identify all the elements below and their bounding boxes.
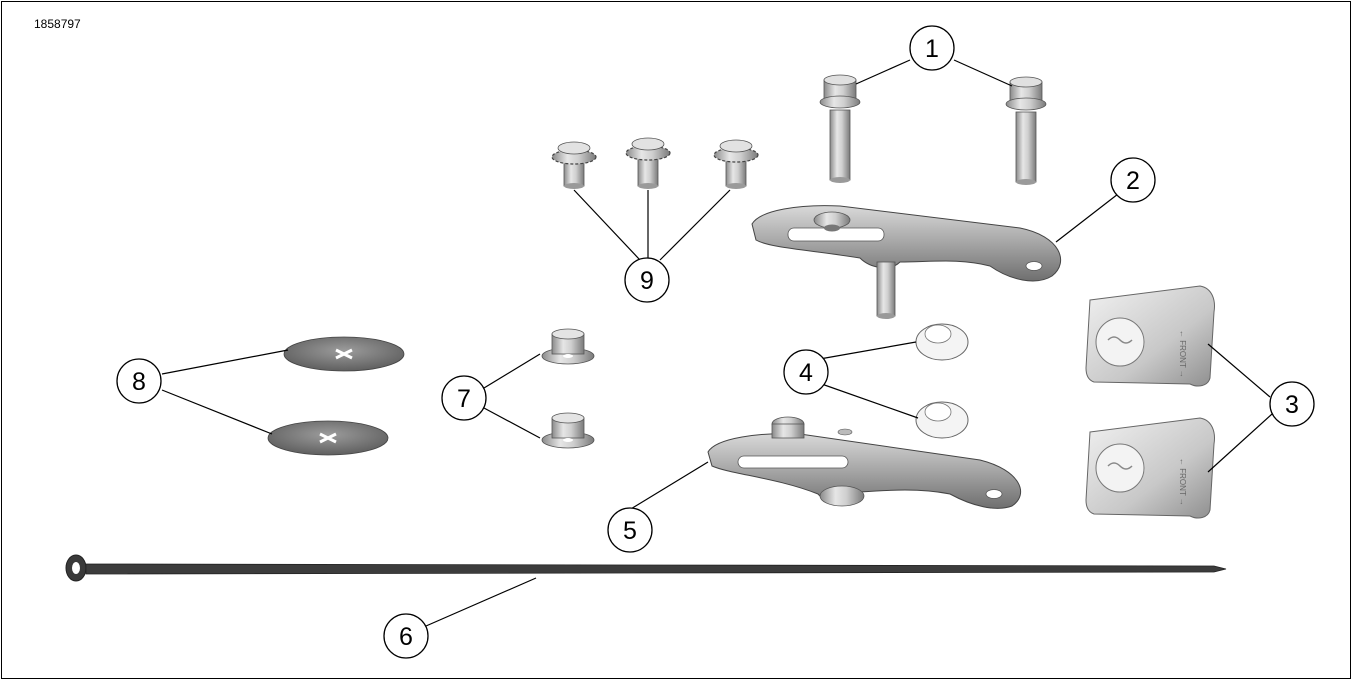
- callout-8: 8: [116, 358, 162, 404]
- svg-text:9: 9: [640, 267, 654, 295]
- adhesive-disc-lower: [267, 420, 389, 456]
- svg-text:3: 3: [1285, 391, 1299, 419]
- clip-nut-upper: ← FRONT →: [1085, 285, 1215, 387]
- adhesive-disc-upper: [283, 336, 405, 372]
- callout-1: 1: [909, 25, 955, 71]
- upper-bracket: [751, 205, 1062, 319]
- washer-upper: [915, 323, 969, 361]
- callout-5: 5: [607, 507, 653, 553]
- callout-4: 4: [783, 349, 829, 395]
- clip-nut-lower: ← FRONT →: [1085, 417, 1215, 519]
- flange-bolt-left: [819, 74, 861, 183]
- callout-7: 7: [441, 375, 487, 421]
- figure-id: 1858797: [34, 17, 81, 31]
- lower-bracket: [707, 416, 1022, 509]
- flange-nut-lower: [541, 412, 595, 449]
- callout-6: 6: [383, 613, 429, 659]
- clip-nut-upper-stamp: ← FRONT →: [1178, 330, 1187, 378]
- flange-nut-upper: [541, 328, 595, 365]
- svg-text:2: 2: [1126, 167, 1140, 195]
- callout-3: 3: [1269, 381, 1315, 427]
- washer-lower: [915, 401, 969, 439]
- svg-text:8: 8: [132, 368, 146, 396]
- svg-text:1: 1: [925, 35, 939, 63]
- callout-2: 2: [1110, 157, 1156, 203]
- serrated-screw-2: [625, 137, 671, 189]
- flange-bolt-right: [1005, 76, 1047, 185]
- svg-text:4: 4: [799, 359, 813, 387]
- serrated-screw-1: [551, 141, 597, 189]
- cable-tie: [65, 554, 1227, 582]
- svg-text:6: 6: [399, 623, 413, 651]
- svg-text:7: 7: [457, 385, 471, 413]
- serrated-screw-3: [713, 139, 759, 189]
- svg-text:5: 5: [623, 517, 637, 545]
- clip-nut-lower-stamp: ← FRONT →: [1178, 458, 1187, 506]
- callout-9: 9: [624, 257, 670, 303]
